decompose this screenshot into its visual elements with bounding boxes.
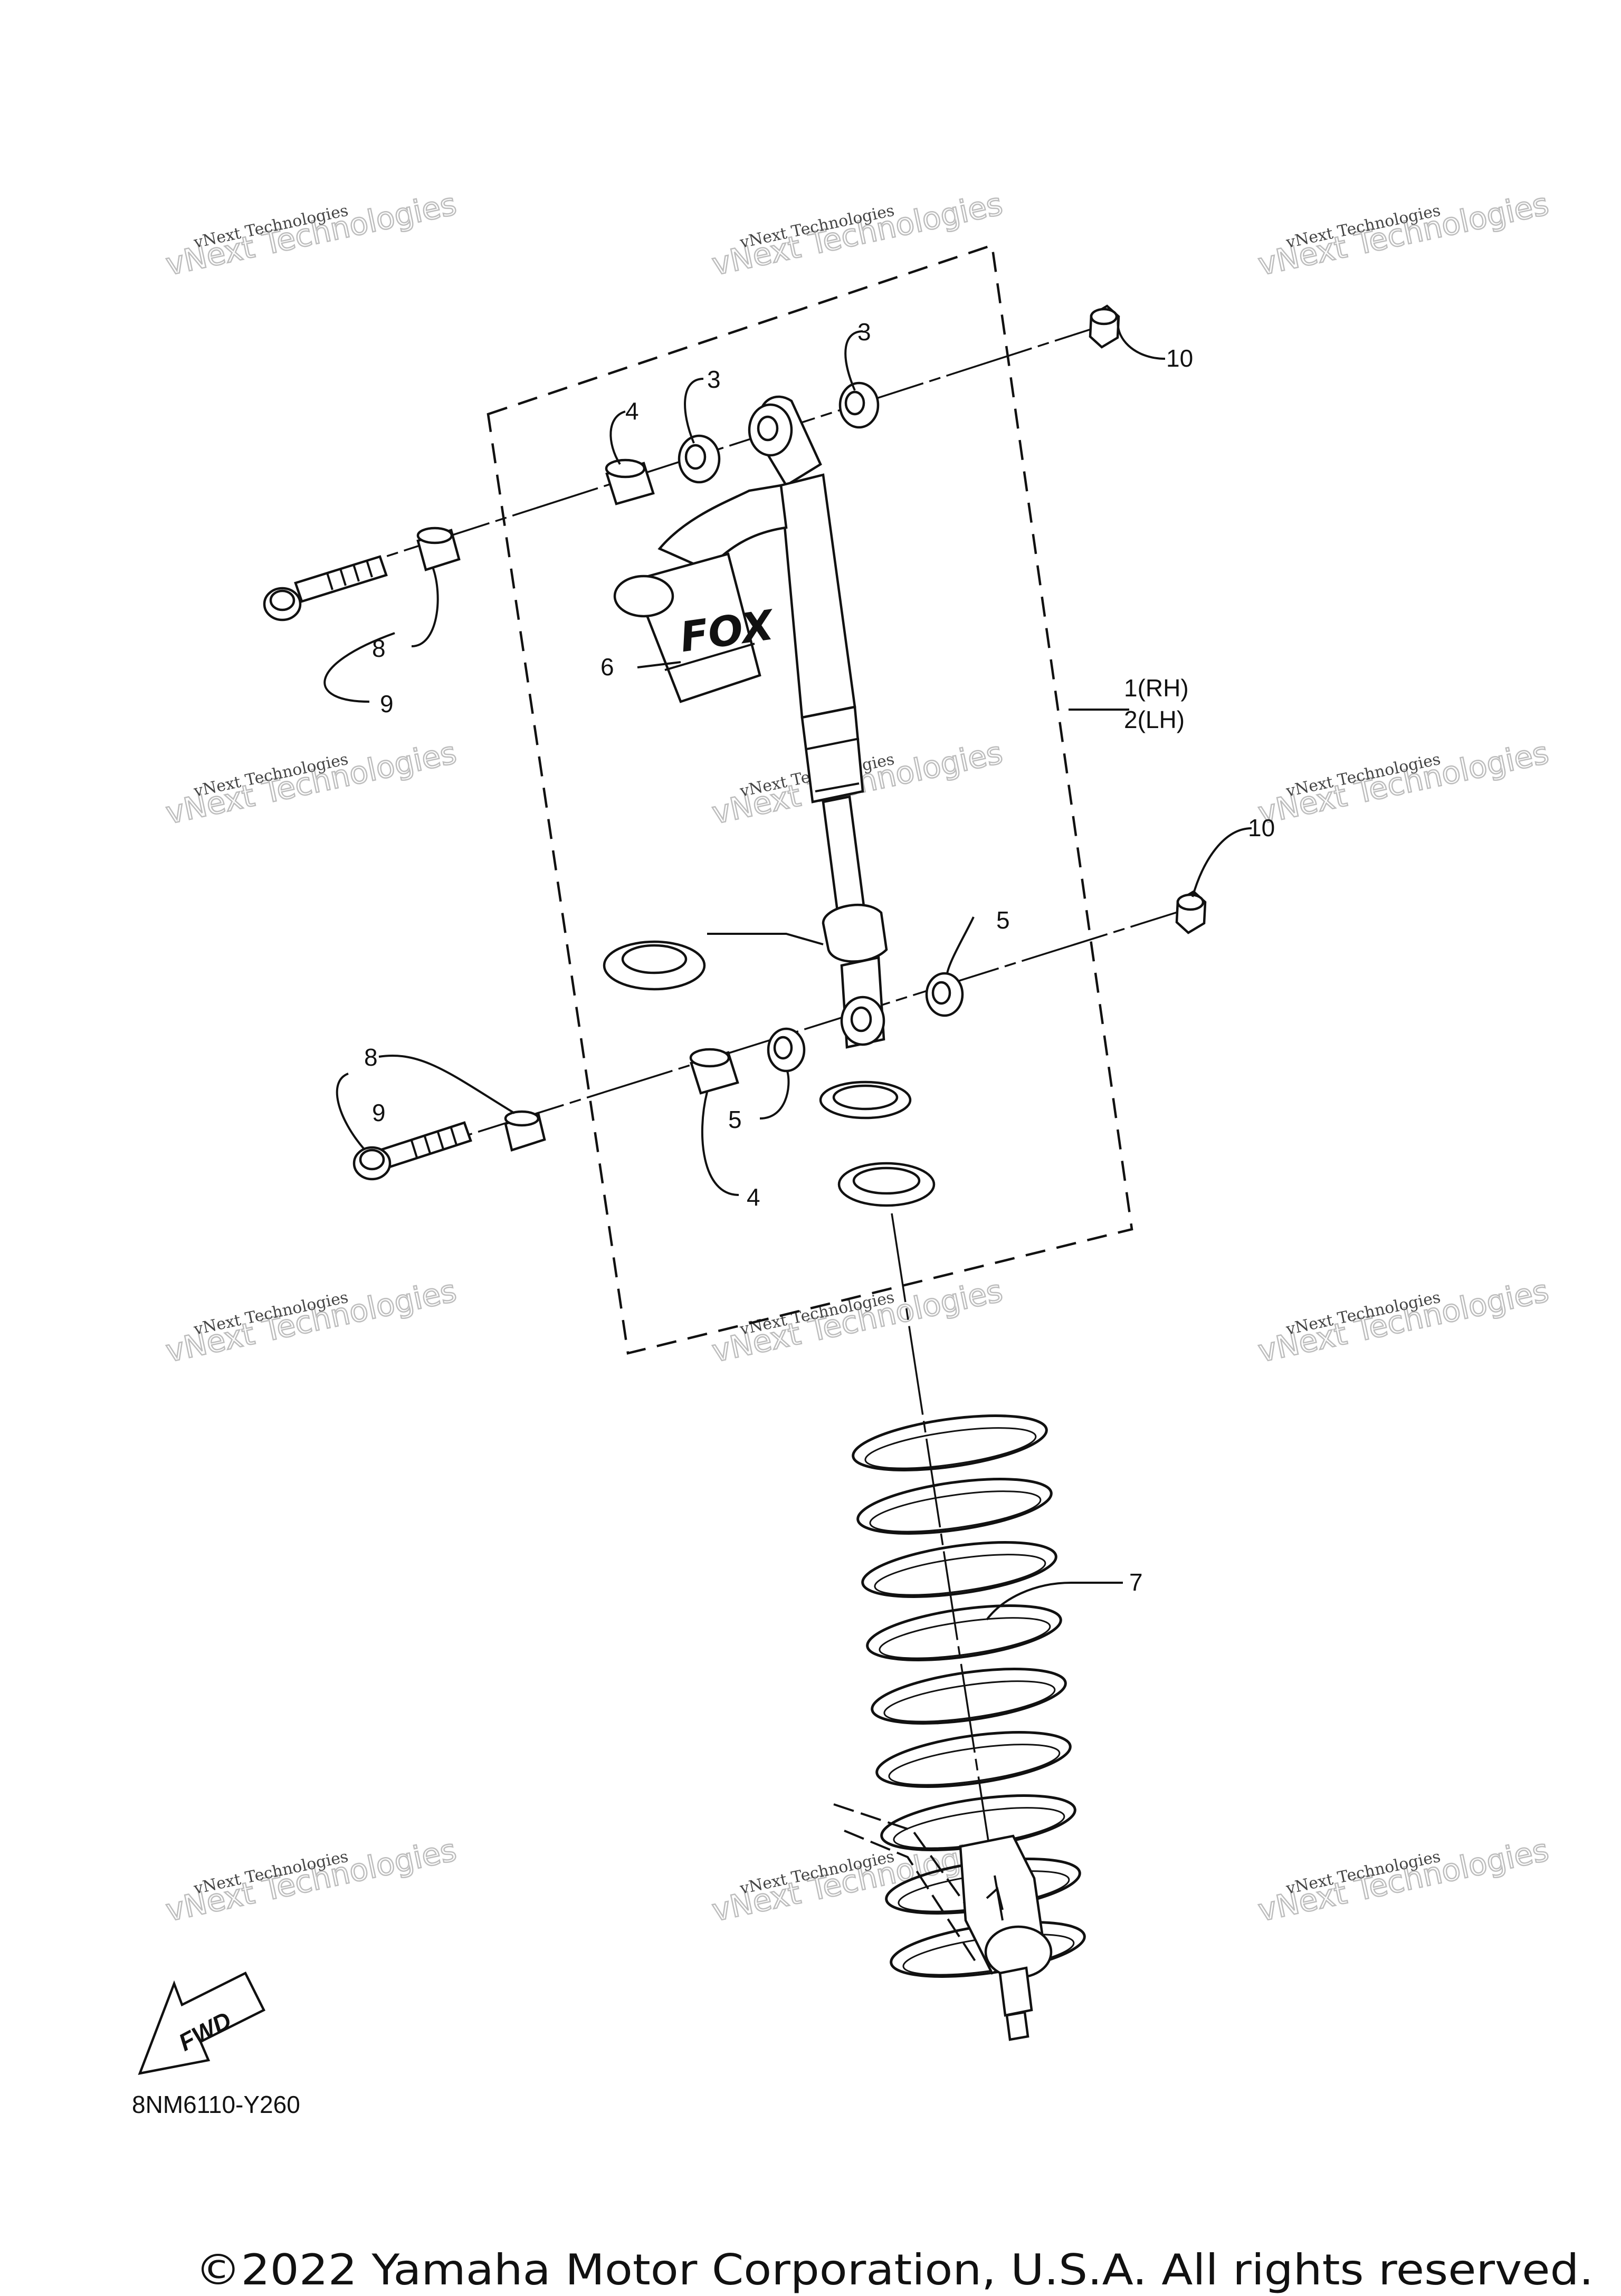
lower-bushing-5a (767, 1027, 806, 1073)
upper-bolt (263, 555, 388, 621)
spring-coil-inner (888, 1744, 1061, 1786)
callout-6: 6 (600, 653, 614, 681)
callout-4-upper: 4 (625, 397, 639, 425)
callout-9-lower: 9 (372, 1099, 386, 1126)
spring-axis-line (891, 1213, 998, 1900)
fwd-arrow-icon: FWD (138, 1971, 266, 2075)
spring-coil (856, 1478, 1053, 1535)
spring-coil-inner (869, 1490, 1042, 1533)
lower-collar (504, 1110, 546, 1152)
copyright-notice: ©2022 Yamaha Motor Corporation, U.S.A. A… (195, 2245, 1594, 2294)
upper-bushing (605, 458, 655, 505)
upper-nut (1089, 304, 1120, 349)
leader-lines (323, 316, 1252, 1621)
callout-8-upper: 8 (372, 635, 386, 662)
spring-coil (866, 1604, 1062, 1661)
lower-bushing-5b (925, 972, 964, 1017)
retaining-clip (603, 940, 706, 991)
spring-coil (871, 1668, 1067, 1725)
upper-bushing-3a (678, 434, 721, 484)
callout-5-left: 5 (728, 1106, 742, 1133)
callout-8-lower: 8 (364, 1044, 378, 1071)
upper-bushing-3b (838, 381, 880, 429)
lower-nut (1175, 890, 1207, 934)
upper-collar (416, 527, 461, 571)
spring-lock-ring-lower (837, 1162, 936, 1207)
callout-3-upper-right: 3 (857, 318, 871, 346)
spring-coil-inner (864, 1427, 1037, 1469)
callout-3-upper-left: 3 (707, 366, 721, 393)
lower-bushing (689, 1048, 739, 1095)
callout-2: 2(LH) (1124, 706, 1185, 733)
lower-a-arm-mount (833, 1803, 1053, 2041)
spring-coil-inner (879, 1617, 1051, 1659)
spring-coil (852, 1414, 1048, 1471)
shock-absorber (613, 395, 888, 1049)
spring-coil (875, 1731, 1072, 1788)
callout-1: 1(RH) (1124, 674, 1189, 702)
spring-coil-inner (874, 1554, 1046, 1596)
spring-coil (861, 1541, 1057, 1598)
callout-10-upper: 10 (1166, 345, 1193, 372)
callout-10-lower: 10 (1248, 814, 1275, 841)
callout-4-lower: 4 (747, 1183, 760, 1211)
lower-bolt (352, 1121, 472, 1181)
spring-coil-inner (883, 1680, 1056, 1723)
spring-lock-ring-upper (819, 1080, 912, 1120)
callout-5-right: 5 (996, 906, 1010, 934)
diagram-code: 8NM6110-Y260 (132, 2091, 300, 2118)
assembly-boundary (487, 244, 1133, 1355)
callout-7: 7 (1129, 1568, 1143, 1596)
callout-9-upper: 9 (380, 690, 394, 718)
